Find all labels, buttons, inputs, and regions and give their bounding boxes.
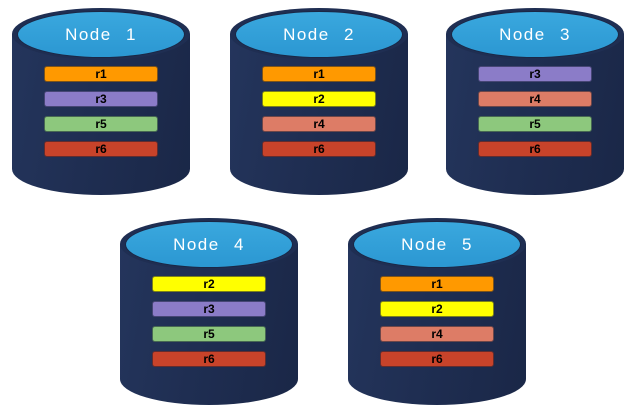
replica-label: r4 — [313, 117, 325, 131]
replica-bar-r2: r2 — [262, 91, 376, 107]
replica-label: r3 — [529, 67, 541, 81]
replica-list: r1 r2 r4 r6 — [230, 66, 408, 157]
replica-bar-r2: r2 — [380, 301, 494, 317]
replica-list: r2 r3 r5 r6 — [120, 276, 298, 367]
node-title: Node 3 — [499, 24, 571, 44]
node-cylinder-2: Node 2 r1 r2 r4 r6 — [230, 8, 408, 195]
node-cylinder-1: Node 1 r1 r3 r5 r6 — [12, 8, 190, 195]
cylinder-top-ellipse: Node 5 — [353, 221, 521, 268]
cylinder-body — [12, 34, 190, 195]
node-title: Node 5 — [401, 234, 473, 254]
replica-label: r4 — [529, 92, 541, 106]
replica-label: r5 — [95, 117, 107, 131]
replica-bar-r6: r6 — [44, 141, 158, 157]
cylinder-body — [348, 244, 526, 405]
replica-list: r3 r4 r5 r6 — [446, 66, 624, 157]
replica-label: r1 — [95, 67, 107, 81]
replica-bar-r4: r4 — [478, 91, 592, 107]
replica-label: r1 — [313, 67, 325, 81]
replica-label: r2 — [313, 92, 325, 106]
replica-label: r3 — [203, 302, 215, 316]
replica-label: r6 — [529, 142, 541, 156]
replica-list: r1 r2 r4 r6 — [348, 276, 526, 367]
cylinder-top-ellipse: Node 4 — [125, 221, 293, 268]
replica-bar-r5: r5 — [44, 116, 158, 132]
replica-bar-r1: r1 — [262, 66, 376, 82]
replica-bar-r4: r4 — [380, 326, 494, 342]
replica-label: r2 — [203, 277, 215, 291]
cylinder-body — [230, 34, 408, 195]
node-title: Node 4 — [173, 234, 245, 254]
replica-label: r3 — [95, 92, 107, 106]
cylinder-top-ellipse: Node 3 — [451, 11, 619, 58]
replica-label: r6 — [95, 142, 107, 156]
replica-bar-r1: r1 — [380, 276, 494, 292]
replica-bar-r3: r3 — [44, 91, 158, 107]
replica-label: r6 — [313, 142, 325, 156]
cylinder-top-ellipse: Node 1 — [17, 11, 185, 58]
replica-label: r5 — [529, 117, 541, 131]
replica-bar-r6: r6 — [478, 141, 592, 157]
replica-bar-r5: r5 — [478, 116, 592, 132]
replica-label: r4 — [431, 327, 443, 341]
replica-label: r1 — [431, 277, 443, 291]
replica-bar-r5: r5 — [152, 326, 266, 342]
cylinder-body — [446, 34, 624, 195]
cylinder-top-ellipse: Node 2 — [235, 11, 403, 58]
node-cylinder-5: Node 5 r1 r2 r4 r6 — [348, 218, 526, 405]
node-cylinder-4: Node 4 r2 r3 r5 r6 — [120, 218, 298, 405]
replica-label: r6 — [431, 352, 443, 366]
cylinder-body — [120, 244, 298, 405]
replica-label: r6 — [203, 352, 215, 366]
replica-label: r5 — [203, 327, 215, 341]
node-title: Node 2 — [283, 24, 355, 44]
replica-bar-r3: r3 — [478, 66, 592, 82]
node-cylinder-3: Node 3 r3 r4 r5 r6 — [446, 8, 624, 195]
replica-list: r1 r3 r5 r6 — [12, 66, 190, 157]
replica-bar-r6: r6 — [152, 351, 266, 367]
replica-bar-r3: r3 — [152, 301, 266, 317]
replica-bar-r1: r1 — [44, 66, 158, 82]
replica-bar-r2: r2 — [152, 276, 266, 292]
replica-bar-r6: r6 — [262, 141, 376, 157]
replica-label: r2 — [431, 302, 443, 316]
node-title: Node 1 — [65, 24, 137, 44]
replica-bar-r6: r6 — [380, 351, 494, 367]
replica-bar-r4: r4 — [262, 116, 376, 132]
